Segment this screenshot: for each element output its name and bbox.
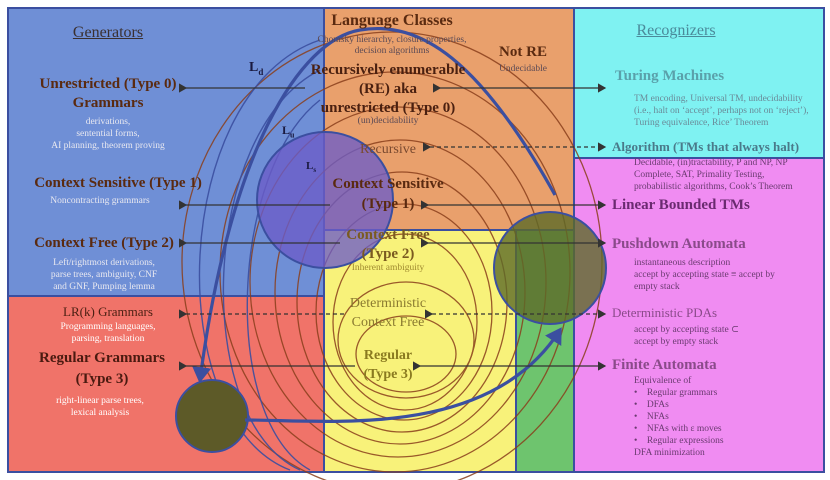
pink-region <box>574 158 824 472</box>
ellipse-reg-inner <box>355 315 457 393</box>
lrk-note-1: Programming languages, <box>60 322 156 332</box>
dark-circle <box>175 379 249 453</box>
regular-grammars-region <box>8 296 324 472</box>
fa-note: Equivalence of <box>634 376 692 386</box>
fa-bullet-2: • DFAs <box>634 400 669 410</box>
fa-bullet-1: • Regular grammars <box>634 388 718 398</box>
type3-title-line1: Regular Grammars <box>39 350 165 366</box>
re-title-line1: Recursively enumerable <box>310 62 466 78</box>
green-circle <box>493 211 607 325</box>
type0-note-3: AI planning, theorem proving <box>51 141 165 151</box>
lba-title: Linear Bounded TMs <box>612 197 750 213</box>
generators-header: Generators <box>72 24 144 41</box>
dpda-note-1: accept by accepting state ⊂ <box>634 325 740 335</box>
dcf-line1: Deterministic <box>349 296 427 311</box>
dpda-note-2: accept by empty stack <box>634 337 719 347</box>
cs-line2: (Type 1) <box>361 196 415 212</box>
type2-note-2: parse trees, ambiguity, CNF <box>50 270 158 280</box>
type3-note-2: lexical analysis <box>70 408 130 418</box>
recognizers-region <box>574 8 824 158</box>
type1-title: Context Sensitive (Type 1) <box>34 175 202 191</box>
reg-line2: (Type 3) <box>363 367 413 382</box>
language-classes-header: Language Classes <box>331 12 453 29</box>
lrk-title: LR(k) Grammars <box>63 304 153 319</box>
fa-title: Finite Automata <box>612 357 717 373</box>
cf-line1: Context Free <box>346 227 430 243</box>
dcf-line2: Context Free <box>351 315 425 330</box>
fa-bullet-5: • Regular expressions <box>634 436 724 446</box>
tm-note-2: (i.e., halt on ‘accept’, perhaps not on … <box>634 106 809 116</box>
cs-line1: Context Sensitive <box>332 176 444 192</box>
type0-title-line2: Grammars <box>72 95 144 111</box>
not-re-note: Undecidable <box>498 64 548 74</box>
recognizers-header: Recognizers <box>636 22 716 39</box>
dpda-title: Deterministic PDAs <box>612 305 718 320</box>
label-ld: Ld <box>249 60 264 77</box>
alg-note-2: Complete, SAT, Primality Testing, <box>634 170 765 180</box>
tm-note-1: TM encoding, Universal TM, undecidabilit… <box>634 94 803 104</box>
type1-note: Noncontracting grammars <box>50 196 150 206</box>
pda-note-2: accept by accepting state ≡ accept by <box>634 270 775 280</box>
alg-note-1: Decidable, (in)tractability, P and NP, N… <box>634 158 788 168</box>
reg-line1: Regular <box>363 348 413 363</box>
fa-bullet-4: • NFAs with ε moves <box>634 424 722 434</box>
fa-tail: DFA minimization <box>634 448 705 458</box>
label-lu: Lu <box>282 123 295 140</box>
type2-note-3: and GNF, Pumping lemma <box>53 282 155 292</box>
type0-note-2: sentential forms, <box>76 129 140 139</box>
lrk-note-2: parsing, translation <box>71 334 145 344</box>
type0-note-1: derivations, <box>85 117 131 127</box>
re-title-line2: (RE) aka <box>359 81 417 97</box>
recursive-label: Recursive <box>360 142 416 157</box>
cf-line2: (Type 2) <box>361 246 415 262</box>
ellipse-regular <box>337 281 475 399</box>
type2-note-1: Left/rightmost derivations, <box>53 258 155 268</box>
alg-note-3: probabilistic algorithms, Cook’s Theorem <box>634 182 793 192</box>
alg-title: Algorithm (TMs that always halt) <box>612 139 800 154</box>
type3-note-1: right-linear parse trees, <box>56 396 144 406</box>
pda-note-3: empty stack <box>634 282 680 292</box>
pda-title: Pushdown Automata <box>612 236 746 252</box>
type3-title-line2: (Type 3) <box>75 371 129 387</box>
lc-note-2: decision algorithms <box>354 46 430 56</box>
not-re-label: Not RE <box>499 44 547 60</box>
fa-bullet-3: • NFAs <box>634 412 669 422</box>
tm-title: Turing Machines <box>615 68 725 84</box>
tm-note-3: Turing equivalence, Rice’ Theorem <box>634 118 769 128</box>
ellipse-dcf <box>332 233 478 411</box>
re-title-line3: unrestricted (Type 0) <box>320 100 456 116</box>
label-ls: Ls <box>306 160 317 175</box>
type0-title-line1: Unrestricted (Type 0) <box>39 76 177 92</box>
generators-region <box>8 8 324 296</box>
blue-circle <box>256 131 394 269</box>
re-note: (un)decidability <box>357 116 419 126</box>
pda-note-1: instantaneous description <box>634 258 731 268</box>
type2-title: Context Free (Type 2) <box>34 235 174 251</box>
lc-note-1: Chomsky hierarchy, closure properties, <box>317 35 467 45</box>
cf-note: Inherent ambiguity <box>351 263 425 273</box>
